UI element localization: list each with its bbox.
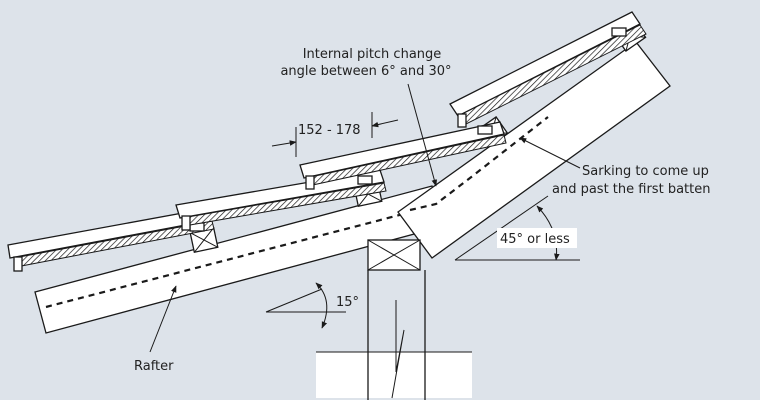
lower-angle-label: 15° xyxy=(336,295,359,310)
wall-support xyxy=(316,270,472,400)
tiles xyxy=(7,11,647,272)
upper-rafter-body xyxy=(397,41,671,259)
tile xyxy=(449,11,647,128)
lower-angle-indicator: 15° xyxy=(265,282,359,329)
rafter-annotation: Rafter xyxy=(134,285,177,374)
sarking-label-line2: and past the first batten xyxy=(552,182,710,197)
upper-sarking-line xyxy=(409,116,549,212)
tile xyxy=(175,169,387,231)
lower-sarking-line xyxy=(45,203,439,309)
rafter-leader-arrow xyxy=(149,285,177,353)
sarking-annotation: Sarking to come up and past the first ba… xyxy=(519,137,710,197)
sarking-label-line1: Sarking to come up xyxy=(582,164,709,179)
pitch-leader-arrow xyxy=(407,83,438,187)
wall-plate xyxy=(367,239,421,271)
pitch-label-line2: angle between 6° and 30° xyxy=(280,64,451,79)
upper-angle-label: 45° or less xyxy=(500,232,570,247)
sarking-leader-arrow xyxy=(519,137,581,169)
upper-rafter xyxy=(397,41,671,259)
upper-angle-indicator: 45° or less xyxy=(454,195,580,261)
gauge-label: 152 - 178 xyxy=(298,123,361,138)
wall-base xyxy=(316,352,472,398)
rafter-label: Rafter xyxy=(134,359,174,374)
tile xyxy=(299,121,507,190)
pitch-label-line1: Internal pitch change xyxy=(303,47,442,62)
tile xyxy=(7,207,215,272)
break-line xyxy=(391,300,405,399)
gauge-dimension: 152 - 178 xyxy=(271,112,399,157)
pitch-change-annotation: Internal pitch change angle between 6° a… xyxy=(280,47,452,187)
